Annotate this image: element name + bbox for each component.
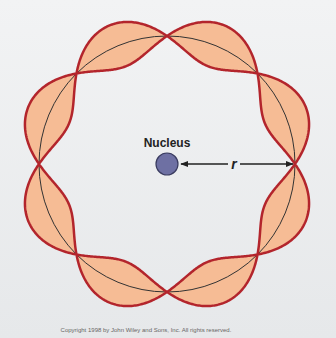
nucleus-label-holder: Nucleus bbox=[144, 136, 191, 150]
radius-label-holder: r bbox=[228, 156, 239, 172]
nucleus-label: Nucleus bbox=[144, 136, 191, 150]
copyright-note-holder: Copyright 1998 by John Wiley and Sons, I… bbox=[61, 327, 232, 333]
radius-label: r bbox=[228, 156, 239, 172]
copyright-note: Copyright 1998 by John Wiley and Sons, I… bbox=[61, 327, 232, 333]
standing-wave bbox=[25, 22, 309, 306]
wave-fill bbox=[25, 22, 309, 306]
nucleus-symbol bbox=[156, 153, 178, 175]
